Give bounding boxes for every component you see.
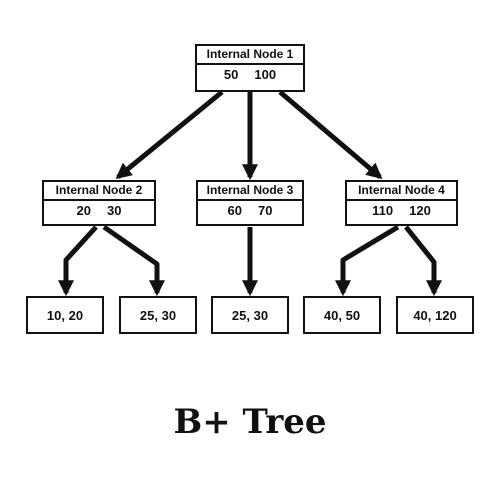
node-title: Internal Node 3 [198, 182, 302, 201]
node-keys: 60 70 [198, 201, 302, 221]
leaf-keys: 25, 30 [231, 307, 269, 323]
node-key: 50 [223, 67, 239, 82]
leaf-node-5: 40, 120 [396, 296, 474, 334]
leaf-keys: 25, 30 [139, 307, 177, 323]
node-title: Internal Node 1 [197, 46, 303, 65]
node-keys: 110 120 [347, 201, 456, 221]
node-keys: 20 30 [44, 201, 154, 221]
node-title: Internal Node 2 [44, 182, 154, 201]
leaf-keys: 40, 50 [323, 307, 361, 323]
arrow-root-to-node-4 [278, 90, 383, 180]
node-key: 20 [76, 203, 91, 218]
leaf-node-2: 25, 30 [119, 296, 197, 334]
node-key: 110 [372, 203, 394, 218]
arrow-root-to-node-2 [115, 90, 224, 180]
node-key: 30 [107, 203, 122, 218]
leaf-keys: 40, 120 [413, 307, 457, 323]
leaf-keys: 10, 20 [46, 307, 84, 323]
arrow-node-4-to-leaf-5 [404, 225, 443, 297]
diagram-caption: B+ Tree [173, 402, 327, 442]
internal-node-2: Internal Node 2 20 30 [42, 180, 156, 226]
leaf-node-1: 10, 20 [26, 296, 104, 334]
node-title: Internal Node 4 [347, 182, 456, 201]
node-key: 60 [227, 203, 242, 218]
internal-node-1: Internal Node 1 50 100 [195, 44, 305, 92]
node-key: 120 [409, 203, 431, 218]
arrow-node-2-to-leaf-1 [57, 225, 98, 297]
node-keys: 50 100 [197, 65, 303, 85]
internal-node-3: Internal Node 3 60 70 [196, 180, 304, 226]
node-key: 70 [258, 203, 273, 218]
leaf-node-4: 40, 50 [303, 296, 381, 334]
arrow-node-2-to-leaf-2 [102, 224, 166, 297]
node-key: 100 [254, 67, 277, 82]
internal-node-4: Internal Node 4 110 120 [345, 180, 458, 226]
arrow-node-4-to-leaf-4 [334, 224, 400, 297]
leaf-node-3: 25, 30 [211, 296, 289, 334]
